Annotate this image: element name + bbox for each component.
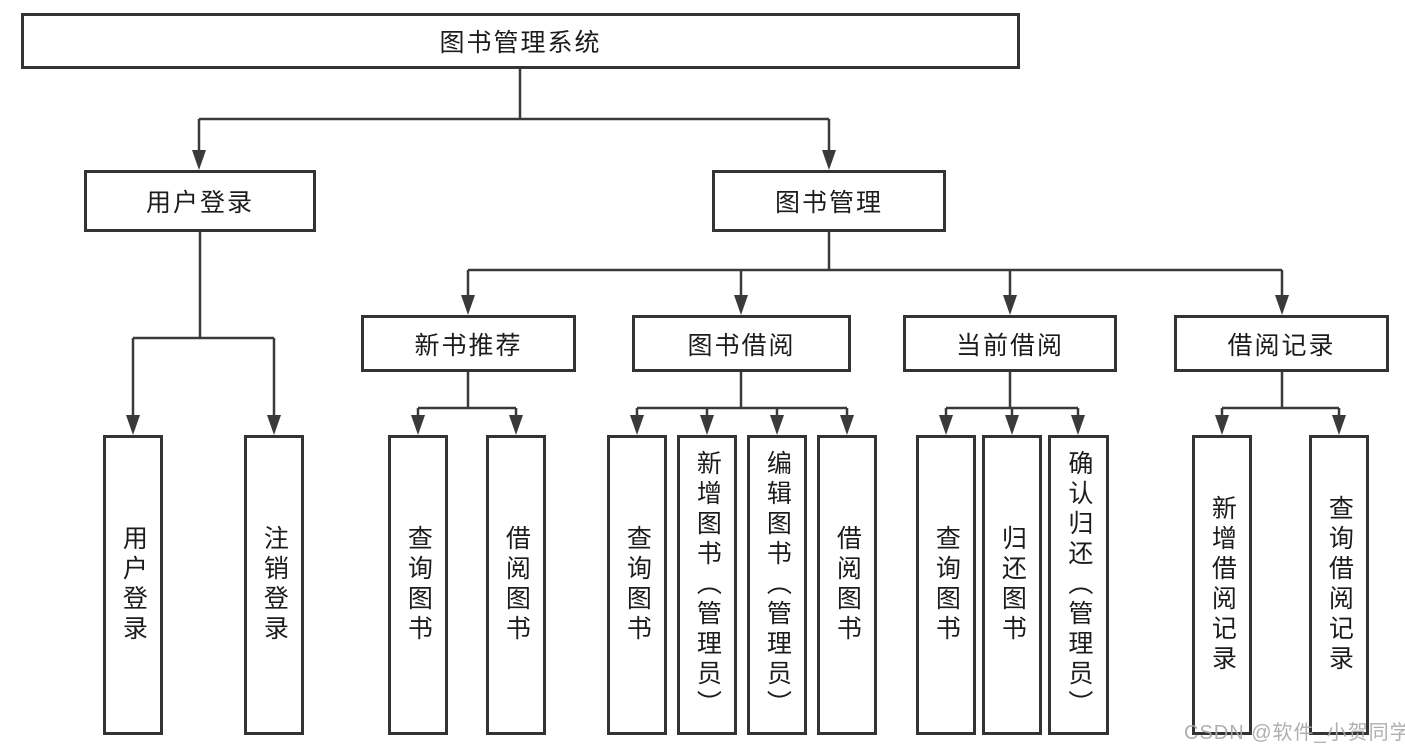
node-br-query-record: 查询借阅记录 xyxy=(1309,435,1369,735)
node-bb-borrow-books-label: 借阅图书 xyxy=(833,525,862,645)
node-logout: 注销登录 xyxy=(244,435,304,735)
node-borrowing-records-label: 借阅记录 xyxy=(1227,331,1336,360)
node-nbr-query-books-label: 查询图书 xyxy=(404,525,433,645)
node-cb-return-books: 归还图书 xyxy=(982,435,1042,735)
node-cb-confirm-return-admin: 确认归还（管理员） xyxy=(1048,435,1109,735)
node-root-label: 图书管理系统 xyxy=(439,29,602,57)
node-bb-query-books-label: 查询图书 xyxy=(623,525,652,645)
watermark: CSDN @软件_小贺同学 xyxy=(1184,722,1405,744)
node-bb-query-books: 查询图书 xyxy=(607,435,667,735)
node-cb-query-books: 查询图书 xyxy=(916,435,976,735)
node-br-add-record: 新增借阅记录 xyxy=(1192,435,1252,735)
node-book-borrowing-label: 图书借阅 xyxy=(687,331,796,360)
node-cb-return-books-label: 归还图书 xyxy=(998,525,1027,645)
node-current-borrowing-label: 当前借阅 xyxy=(955,331,1064,360)
node-root: 图书管理系统 xyxy=(21,13,1020,69)
node-new-book-recommend-label: 新书推荐 xyxy=(414,331,523,360)
node-cb-query-books-label: 查询图书 xyxy=(932,525,961,645)
node-bb-borrow-books: 借阅图书 xyxy=(817,435,877,735)
arrowheads xyxy=(126,150,1346,435)
node-logout-label: 注销登录 xyxy=(260,525,289,645)
node-br-add-record-label: 新增借阅记录 xyxy=(1208,495,1237,675)
node-bb-edit-books-admin-label: 编辑图书（管理员） xyxy=(763,450,792,720)
node-bb-edit-books-admin: 编辑图书（管理员） xyxy=(747,435,807,735)
node-book-borrowing: 图书借阅 xyxy=(632,315,851,372)
node-borrowing-records: 借阅记录 xyxy=(1174,315,1389,372)
node-user-login-group-label: 用户登录 xyxy=(145,189,254,217)
node-nbr-borrow-books-label: 借阅图书 xyxy=(502,525,531,645)
node-book-management-label: 图书管理 xyxy=(774,189,883,217)
node-user-login-group: 用户登录 xyxy=(84,170,316,232)
node-user-login: 用户登录 xyxy=(103,435,163,735)
node-nbr-borrow-books: 借阅图书 xyxy=(486,435,546,735)
node-bb-add-books-admin: 新增图书（管理员） xyxy=(677,435,737,735)
node-user-login-label: 用户登录 xyxy=(119,525,148,645)
node-current-borrowing: 当前借阅 xyxy=(903,315,1117,372)
node-br-query-record-label: 查询借阅记录 xyxy=(1325,495,1354,675)
node-book-management: 图书管理 xyxy=(712,170,946,232)
node-bb-add-books-admin-label: 新增图书（管理员） xyxy=(693,450,722,720)
node-new-book-recommend: 新书推荐 xyxy=(361,315,576,372)
node-nbr-query-books: 查询图书 xyxy=(388,435,448,735)
node-cb-confirm-return-admin-label: 确认归还（管理员） xyxy=(1064,450,1093,720)
